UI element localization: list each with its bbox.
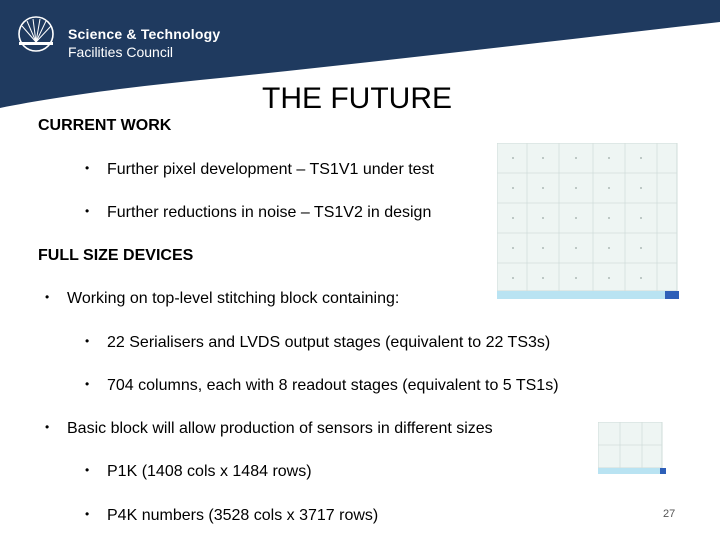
bullet-item: • Basic block will allow production of se… xyxy=(45,420,493,438)
bullet-item: • P1K (1408 cols x 1484 rows) xyxy=(85,463,312,481)
bullet-item: • 22 Serialisers and LVDS output stages (… xyxy=(85,334,550,352)
header-banner xyxy=(0,0,720,108)
section-heading-current-work: CURRENT WORK xyxy=(38,117,172,134)
bullet-glyph: • xyxy=(85,377,90,391)
bullet-text: Working on top-level stitching block con… xyxy=(67,290,400,307)
stfc-logo: Science & Technology Facilities Council xyxy=(16,12,220,60)
bullet-glyph: • xyxy=(85,204,90,218)
bullet-item: • Further pixel development – TS1V1 under… xyxy=(85,161,434,179)
bullet-glyph: • xyxy=(45,420,50,434)
sunburst-logo-icon xyxy=(18,16,54,52)
bullet-glyph: • xyxy=(85,161,90,175)
page-number: 27 xyxy=(663,508,676,520)
bullet-item: • Further reductions in noise – TS1V2 in … xyxy=(85,204,431,222)
section-heading-full-size-devices: FULL SIZE DEVICES xyxy=(38,247,194,264)
bullet-text: Basic block will allow production of sen… xyxy=(67,420,493,437)
bullet-glyph: • xyxy=(85,334,90,348)
sensor-layout-image xyxy=(497,143,679,299)
sensor-layout-small-image xyxy=(598,422,666,474)
bullet-item: • Working on top-level stitching block co… xyxy=(45,290,399,308)
slide-title: THE FUTURE xyxy=(262,82,452,115)
bullet-item: • P4K numbers (3528 cols x 3717 rows) xyxy=(85,507,378,525)
bullet-text: Further pixel development – TS1V1 under … xyxy=(107,161,434,178)
logo-text-line2: Facilities Council xyxy=(68,44,174,60)
bullet-text: 22 Serialisers and LVDS output stages (e… xyxy=(107,334,551,351)
bullet-item: • 704 columns, each with 8 readout stages… xyxy=(85,377,559,395)
bullet-glyph: • xyxy=(85,507,90,521)
bullet-text: Further reductions in noise – TS1V2 in d… xyxy=(107,204,432,221)
bullet-glyph: • xyxy=(85,463,90,477)
bullet-glyph: • xyxy=(45,290,50,304)
bullet-text: P1K (1408 cols x 1484 rows) xyxy=(107,463,312,480)
logo-text-line1: Science & Technology xyxy=(68,26,221,42)
bullet-text: P4K numbers (3528 cols x 3717 rows) xyxy=(107,507,379,524)
bullet-text: 704 columns, each with 8 readout stages … xyxy=(107,377,559,394)
